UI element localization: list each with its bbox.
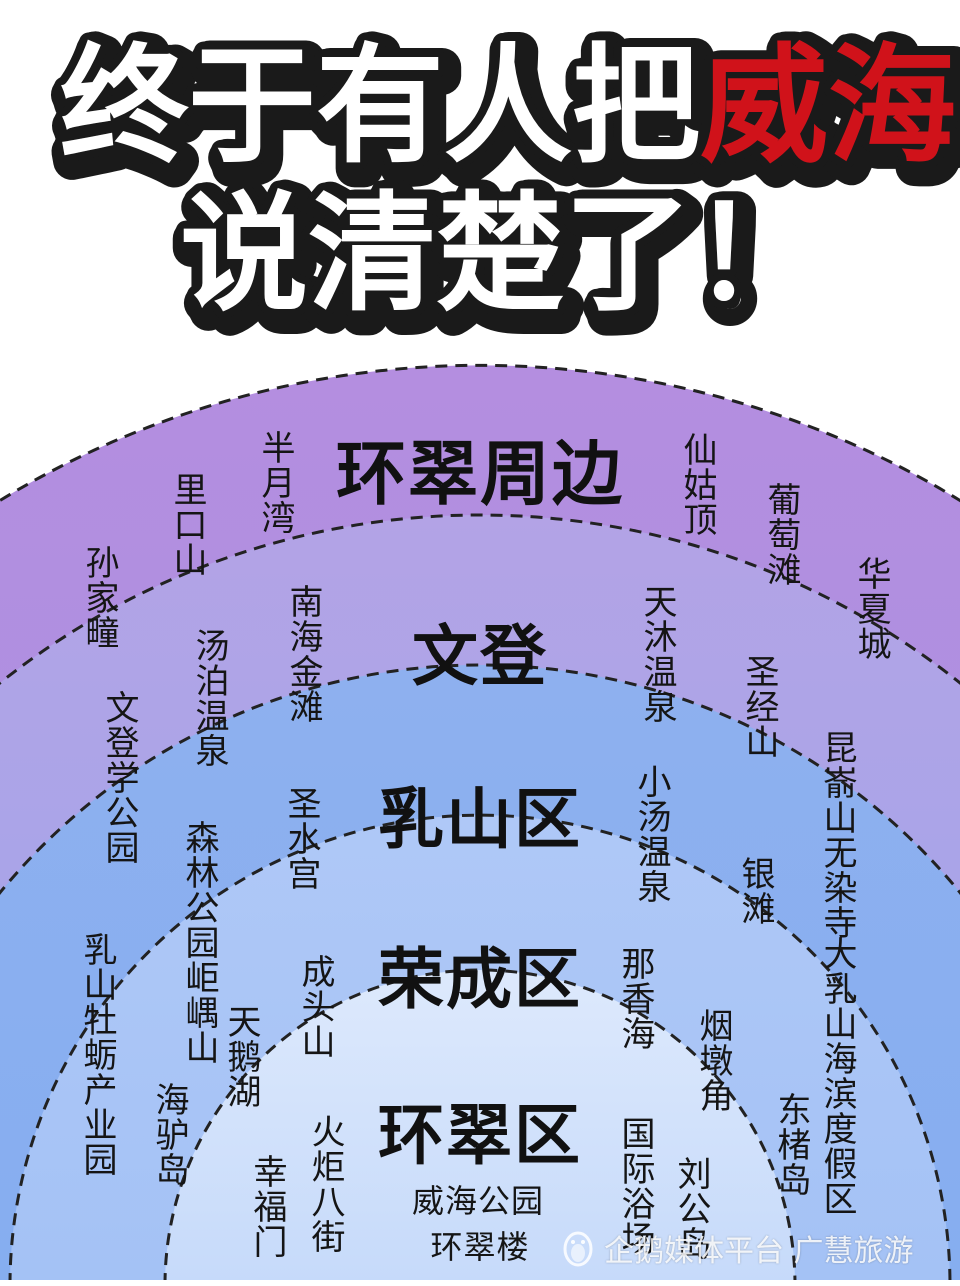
spot-label: 华夏城 — [851, 556, 891, 661]
spot-label: 乳山牡蛎产业园 — [77, 932, 117, 1177]
title-red-text: 威海 — [700, 32, 956, 181]
spot-label: 南海金滩 — [283, 584, 323, 724]
spot-label: 那香海 — [615, 946, 655, 1051]
spot-label: 孙家疃 — [79, 545, 119, 650]
spot-label: 森林公园岠嵎山 — [179, 820, 219, 1065]
ring-title-rongcheng: 荣成区 — [378, 941, 582, 1018]
ring-title-rushan: 乳山区 — [378, 781, 582, 858]
spot-label: 圣经山 — [739, 654, 779, 759]
ring-title-environs: 环翠周边 — [336, 433, 624, 515]
title-line-1: 终于有人把威海 终于有人把威海 — [49, 23, 960, 206]
spot-label: 葡萄滩 — [761, 482, 801, 587]
spot-label: 文登学公园 — [99, 690, 139, 865]
spot-label: 天沐温泉 — [637, 584, 677, 724]
svg-text:终于有人把威海: 终于有人把威海 — [60, 32, 956, 181]
ring-title-wendeng: 文登 — [412, 618, 548, 695]
title-line-2: 说清楚了！ 说清楚了！ — [169, 171, 843, 340]
svg-text:说清楚了！: 说清楚了！ — [186, 188, 826, 337]
spot-label: 昆嵛山无染寺 — [817, 730, 857, 940]
watermark-text: 企鹅媒体平台 广慧旅游 — [604, 1234, 914, 1269]
spot-label: 刘公岛 — [671, 1156, 711, 1261]
spot-label: 仙姑顶 — [677, 432, 717, 537]
spot-label: 威海公园 — [411, 1182, 545, 1220]
spot-label: 国际浴场 — [615, 1116, 655, 1256]
ring-huancui — [163, 968, 797, 1280]
ring-title-huancui: 环翠区 — [378, 1097, 582, 1174]
spot-label: 圣水宫 — [281, 786, 321, 891]
watermark: 企鹅媒体平台 广慧旅游 — [560, 1226, 914, 1270]
penguin-icon — [563, 1231, 593, 1267]
spot-label: 里口山 — [167, 472, 207, 577]
title-line-2-text: 说清楚了！ — [180, 180, 820, 329]
page-title: 终于有人把威海 终于有人把威海 说清楚了！ 说清楚了！ — [49, 23, 960, 340]
svg-text:终于有人把威海: 终于有人把威海 — [66, 40, 960, 189]
spot-label: 环翠楼 — [430, 1228, 530, 1266]
spot-label: 天鹅湖 — [221, 1004, 261, 1109]
spot-label: 汤泊温泉 — [189, 628, 229, 768]
spot-label: 成头山 — [295, 954, 335, 1059]
title-normal-text: 终于有人把 — [60, 32, 700, 181]
spot-label: 大乳山海滨度假区 — [817, 936, 857, 1216]
spot-label: 小汤温泉 — [631, 764, 671, 904]
spot-label: 银滩 — [735, 856, 775, 926]
spot-label: 幸福门 — [247, 1154, 287, 1259]
spot-label: 海驴岛 — [149, 1082, 189, 1187]
spot-label: 东楮岛 — [771, 1092, 811, 1197]
spot-label: 烟墩角 — [693, 1008, 733, 1113]
spot-label: 半月湾 — [255, 430, 295, 535]
spot-label: 火炬八街 — [305, 1114, 345, 1254]
